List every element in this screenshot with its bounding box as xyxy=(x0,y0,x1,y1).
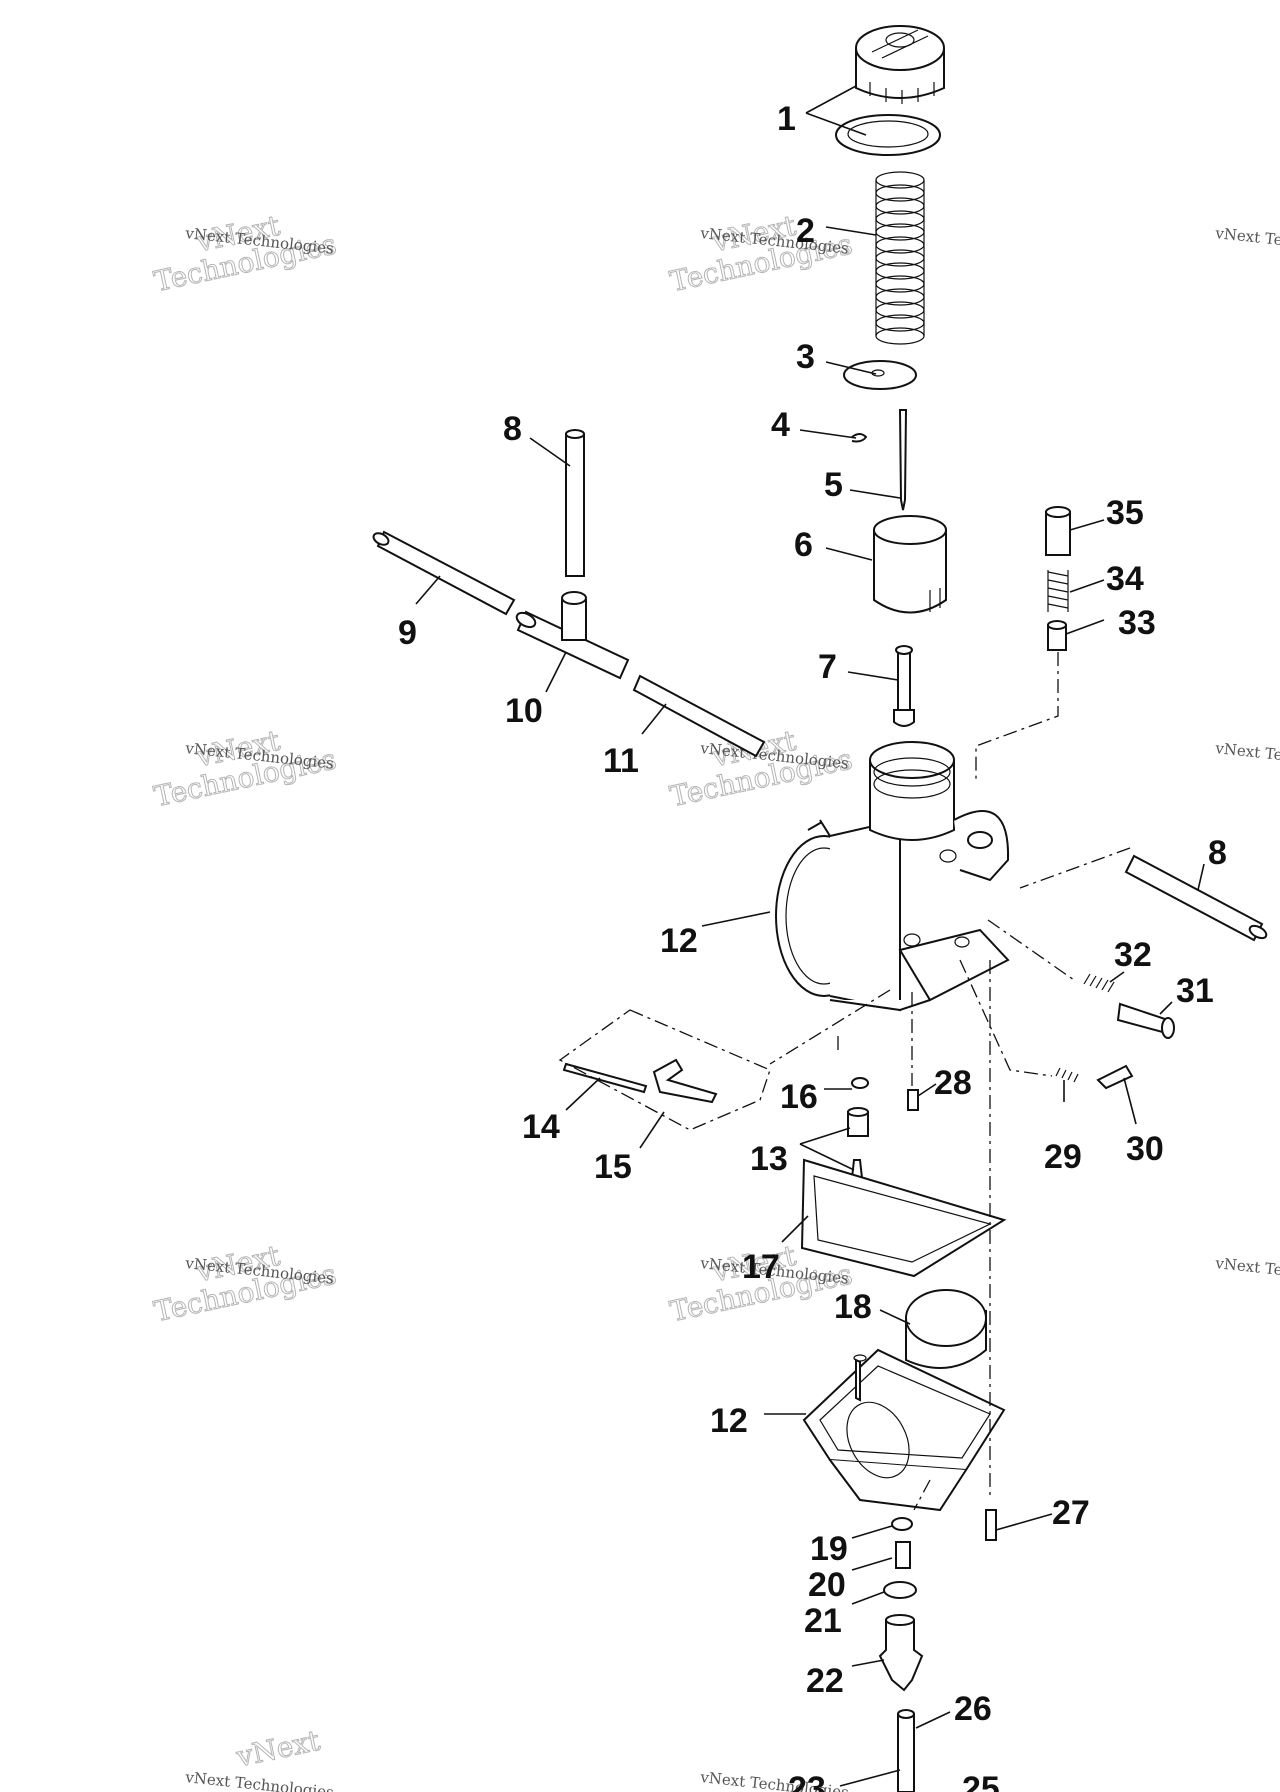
spring-outline xyxy=(875,180,925,336)
part-washer xyxy=(835,114,941,156)
leader-lines xyxy=(415,85,1205,1787)
part-29-spring xyxy=(1055,1067,1079,1083)
callout-31: 31 xyxy=(1176,972,1214,1010)
part-27-drain-screw xyxy=(985,1509,997,1541)
part-carb-body xyxy=(775,741,1010,1012)
part-tube-11 xyxy=(632,674,766,758)
callout-labels: 1 2 3 4 5 6 7 8 8 9 10 11 12 12 13 14 15… xyxy=(398,100,1227,1792)
part-18-float xyxy=(905,1289,987,1369)
callout-22: 22 xyxy=(806,1662,844,1700)
callout-6: 6 xyxy=(794,526,813,564)
callout-26: 26 xyxy=(954,1690,992,1728)
callout-28: 28 xyxy=(934,1064,972,1102)
watermark-bottom-left: vNext xyxy=(232,1723,324,1774)
part-19-washer xyxy=(891,1517,913,1531)
part-16-washer xyxy=(851,1077,869,1089)
part-28-jet xyxy=(907,1089,919,1111)
watermark-small-low-right: vNext Technologies xyxy=(1214,1254,1280,1288)
watermark-small-bottom-center: vNext Technologies xyxy=(699,1768,850,1792)
part-34-spring xyxy=(1047,570,1069,612)
part-spring-seat xyxy=(843,360,917,390)
callout-20: 20 xyxy=(808,1566,846,1604)
callout-8-top: 8 xyxy=(503,410,522,448)
part-tee-fitting xyxy=(515,591,630,680)
part-spring xyxy=(875,171,925,345)
part-32-spring xyxy=(1083,973,1115,993)
callout-9: 9 xyxy=(398,614,417,652)
part-throttle-slide xyxy=(873,515,947,614)
part-vent-tube-right xyxy=(1124,854,1268,942)
part-jet-screw xyxy=(893,645,915,727)
part-33-nut xyxy=(1047,620,1067,651)
part-14-pin xyxy=(562,1062,648,1094)
callout-7: 7 xyxy=(818,648,837,686)
part-vent-tube-top xyxy=(565,429,585,577)
part-cap xyxy=(855,25,945,104)
callout-16: 16 xyxy=(780,1078,818,1116)
callout-29: 29 xyxy=(1044,1138,1082,1176)
part-float-bowl xyxy=(802,1348,1006,1512)
callout-34: 34 xyxy=(1106,560,1144,598)
callout-25: 25 xyxy=(962,1770,1000,1792)
callout-1: 1 xyxy=(777,100,796,138)
callout-12-body: 12 xyxy=(660,922,698,960)
callout-11: 11 xyxy=(603,742,639,780)
callout-23: 23 xyxy=(788,1770,826,1792)
part-30-screw xyxy=(1096,1064,1134,1090)
float-group-boundary xyxy=(558,1009,771,1131)
callout-8-right: 8 xyxy=(1208,834,1227,872)
callout-5: 5 xyxy=(824,466,843,504)
callout-27: 27 xyxy=(1052,1494,1090,1532)
callout-35: 35 xyxy=(1106,494,1144,532)
part-needle xyxy=(898,409,908,511)
part-13-needle-valve xyxy=(847,1107,869,1179)
part-26-tube xyxy=(897,1709,915,1792)
watermark-small-top-right: vNext Technologies xyxy=(1214,224,1280,258)
part-22-holder xyxy=(878,1614,924,1692)
callout-32: 32 xyxy=(1114,936,1152,974)
callout-3: 3 xyxy=(796,338,815,376)
callout-12-bowl: 12 xyxy=(710,1402,748,1440)
part-tube-9 xyxy=(372,530,516,616)
part-clip xyxy=(851,433,868,443)
callout-4: 4 xyxy=(771,406,790,444)
watermark-small-bottom-left: vNext Technologies xyxy=(184,1768,335,1792)
part-35-adjuster xyxy=(1045,506,1071,556)
assembly-lines xyxy=(769,652,1131,1511)
callout-21: 21 xyxy=(804,1602,842,1640)
callout-14: 14 xyxy=(522,1108,560,1146)
part-31-screw xyxy=(1116,1002,1175,1039)
callout-13: 13 xyxy=(750,1140,788,1178)
part-15-float-arm xyxy=(652,1058,718,1104)
part-17-gasket xyxy=(800,1158,1007,1278)
callout-33: 33 xyxy=(1118,604,1156,642)
callout-30: 30 xyxy=(1126,1130,1164,1168)
callout-19: 19 xyxy=(810,1530,848,1568)
callout-15: 15 xyxy=(594,1148,632,1186)
callout-2: 2 xyxy=(796,212,815,250)
part-21-oring xyxy=(883,1581,917,1599)
callout-10: 10 xyxy=(505,692,543,730)
watermark-line1: vNext xyxy=(233,1724,324,1774)
watermark-small-mid-right: vNext Technologies xyxy=(1214,739,1280,773)
watermark-group: vNext Technologies vNext Technologies vN… xyxy=(151,208,1280,1792)
callout-18: 18 xyxy=(834,1288,872,1326)
callout-17: 17 xyxy=(742,1248,780,1286)
part-20-jet xyxy=(895,1541,911,1569)
